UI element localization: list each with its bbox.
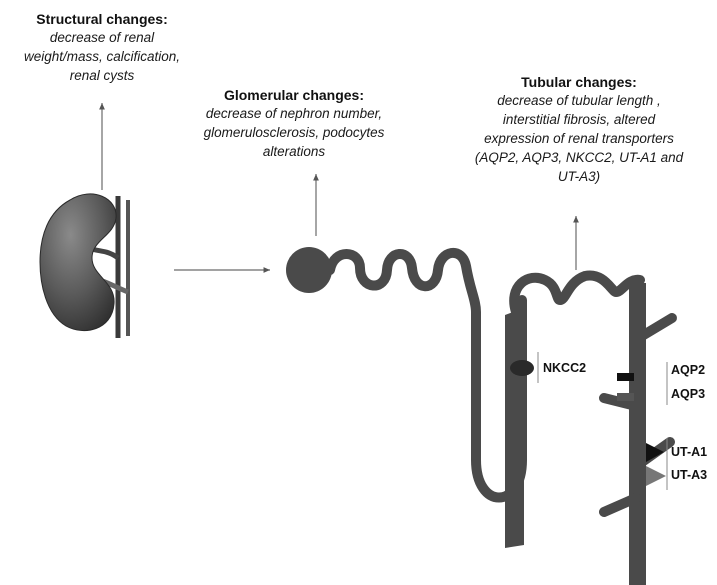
ut-a1-label: UT-A1 — [671, 445, 707, 459]
aqp2-marker — [617, 373, 634, 381]
distal-tubule — [514, 275, 640, 312]
nkcc2-marker — [510, 360, 534, 376]
nkcc2-label: NKCC2 — [543, 361, 586, 375]
aqp2-label: AQP2 — [671, 363, 705, 377]
collecting-duct — [629, 283, 646, 585]
aqp3-marker — [617, 393, 634, 401]
ut-a3-marker — [646, 466, 666, 486]
ut-a3-label: UT-A3 — [671, 468, 707, 482]
aqp3-label: AQP3 — [671, 387, 705, 401]
kidney-icon — [40, 194, 128, 338]
thick-ascending-limb — [505, 308, 524, 548]
proximal-tubule — [330, 253, 522, 498]
